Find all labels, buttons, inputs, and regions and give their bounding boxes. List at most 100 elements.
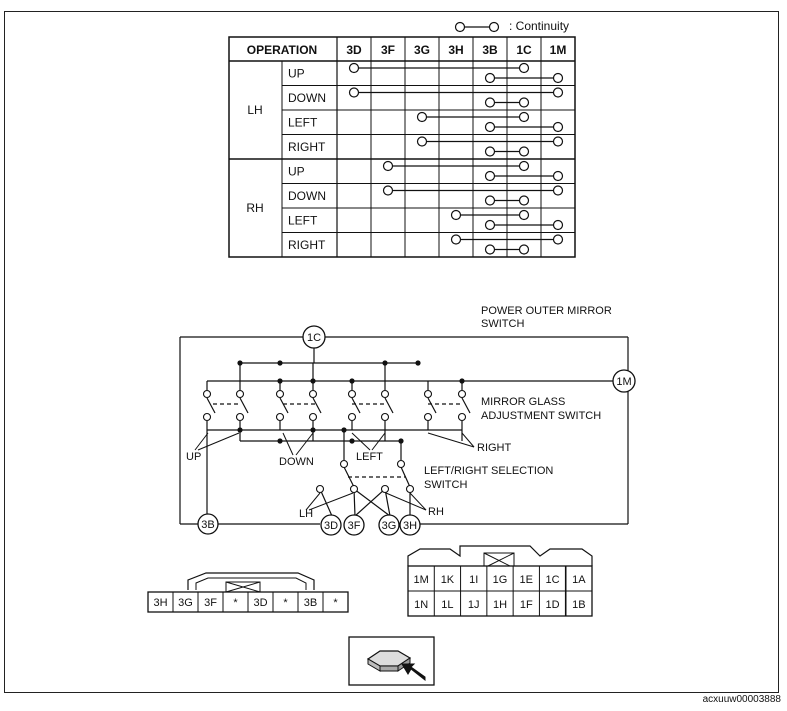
continuity-dot-icon <box>484 121 496 133</box>
table-header-3h: 3H <box>448 43 463 57</box>
continuity-link-row8-3b-1c <box>484 244 530 255</box>
table-header-3f: 3F <box>381 43 395 57</box>
wire-to-3g <box>384 488 391 517</box>
table-header-1m: 1M <box>550 43 567 57</box>
connector-3-pin: 3G <box>178 597 193 609</box>
terminal-3d-label: 3D <box>324 520 338 532</box>
view-arrow-icon <box>401 663 426 682</box>
switch-contact-icon <box>423 389 433 399</box>
continuity-dot-icon <box>416 111 428 123</box>
connector-3-pin: * <box>283 597 288 609</box>
legend-open-circle-icon <box>488 21 500 33</box>
connector-1-pin: 1B <box>572 599 585 611</box>
continuity-dot-icon <box>348 87 360 98</box>
continuity-dot-icon <box>382 160 394 172</box>
switch-contact-icon <box>380 412 390 422</box>
switch-contact-icon <box>235 412 245 422</box>
connector-1-pin: 1L <box>441 599 453 611</box>
junction-dot-icon <box>459 378 465 384</box>
junction-dot-icon <box>349 438 355 444</box>
junction-dot-icon <box>382 360 388 366</box>
legend <box>454 21 500 33</box>
switch-contact-icon <box>457 412 467 422</box>
terminal-3g-label: 3G <box>382 520 397 532</box>
terminal-1m: 1M <box>612 369 636 393</box>
table-group-rh: RH <box>246 201 263 215</box>
continuity-dot-icon <box>518 209 530 221</box>
continuity-link-row4-3b-1c <box>484 146 530 157</box>
mirror-glass-label-2: ADJUSTMENT SWITCH <box>481 410 601 422</box>
switch-contact-icon <box>275 389 285 399</box>
connector-1-pin: 1H <box>493 599 507 611</box>
continuity-dot-icon <box>552 72 564 84</box>
junction-dot-icon <box>341 427 347 433</box>
switch-contact-icon <box>423 412 433 422</box>
continuity-dot-icon <box>484 72 496 84</box>
terminal-1c-label: 1C <box>307 332 321 344</box>
connector-1-pin: 1I <box>469 574 478 586</box>
continuity-dot-icon <box>484 244 496 255</box>
connector-1-pin: 1K <box>441 574 455 586</box>
junction-dot-icon <box>310 427 316 433</box>
continuity-link-row2-3d-1m <box>348 87 564 98</box>
terminal-3h-label: 3H <box>403 520 417 532</box>
switch-contact-icon <box>202 412 212 422</box>
table-header-1c: 1C <box>516 43 532 57</box>
switch-contact-icon <box>235 389 245 399</box>
terminal-3g: 3G <box>378 514 400 536</box>
wire-cross-2 <box>354 488 386 517</box>
continuity-link-row7-3h-1c <box>450 209 530 221</box>
schematic-title-line1: POWER OUTER MIRROR <box>481 305 612 317</box>
junction-dot-icon <box>398 438 404 444</box>
continuity-dot-icon <box>450 209 462 221</box>
continuity-dot-icon <box>552 219 564 231</box>
junction-dot-icon <box>237 360 243 366</box>
continuity-link-row7-3b-1m <box>484 219 564 231</box>
connector-3-pin: 3B <box>304 597 317 609</box>
terminal-3d: 3D <box>320 514 342 536</box>
continuity-dot-icon <box>382 185 394 196</box>
connector-1-pin: 1N <box>414 599 428 611</box>
junction-dot-icon <box>277 438 283 444</box>
selection-contact-icon <box>396 459 406 469</box>
connector-3-pin: 3H <box>153 597 167 609</box>
connector-1-pin: 1D <box>546 599 560 611</box>
connector-1-pin: 1F <box>520 599 533 611</box>
wire-to-3d <box>319 488 333 517</box>
terminal-1m-label: 1M <box>616 376 631 388</box>
continuity-dot-icon <box>484 97 496 108</box>
selection-label-1: LEFT/RIGHT SELECTION <box>424 465 553 477</box>
continuity-dot-icon <box>552 87 564 98</box>
terminal-3h: 3H <box>399 514 421 536</box>
schematic-terminals: 1C 1M 3B 3D 3F 3G <box>197 325 636 536</box>
schematic-contacts <box>202 389 467 494</box>
schematic-title-line2: SWITCH <box>481 318 524 330</box>
switch-contact-icon <box>380 389 390 399</box>
terminal-3b-label: 3B <box>201 519 214 531</box>
label-right: RIGHT <box>477 442 512 454</box>
connector-1-pin: 1C <box>546 574 560 586</box>
label-down: DOWN <box>279 456 314 468</box>
selection-contact-icon <box>315 484 325 494</box>
table-header-3d: 3D <box>346 43 362 57</box>
table-continuity-links <box>348 62 564 255</box>
image-id-label: acxuuw00003888 <box>702 694 781 705</box>
continuity-dot-icon <box>484 195 496 206</box>
terminal-3f-label: 3F <box>348 520 361 532</box>
continuity-dot-icon <box>518 244 530 255</box>
switch-contact-icon <box>347 412 357 422</box>
selection-label-2: SWITCH <box>424 479 467 491</box>
continuity-dot-icon <box>518 160 530 172</box>
continuity-link-row3-3b-1m <box>484 121 564 133</box>
diagram-frame <box>4 11 779 693</box>
label-left: LEFT <box>356 451 383 463</box>
switch-contact-icon <box>347 389 357 399</box>
label-pointers <box>194 432 475 511</box>
connector-3-pin: * <box>333 597 338 609</box>
label-up: UP <box>186 451 201 463</box>
junction-dot-icon <box>277 378 283 384</box>
